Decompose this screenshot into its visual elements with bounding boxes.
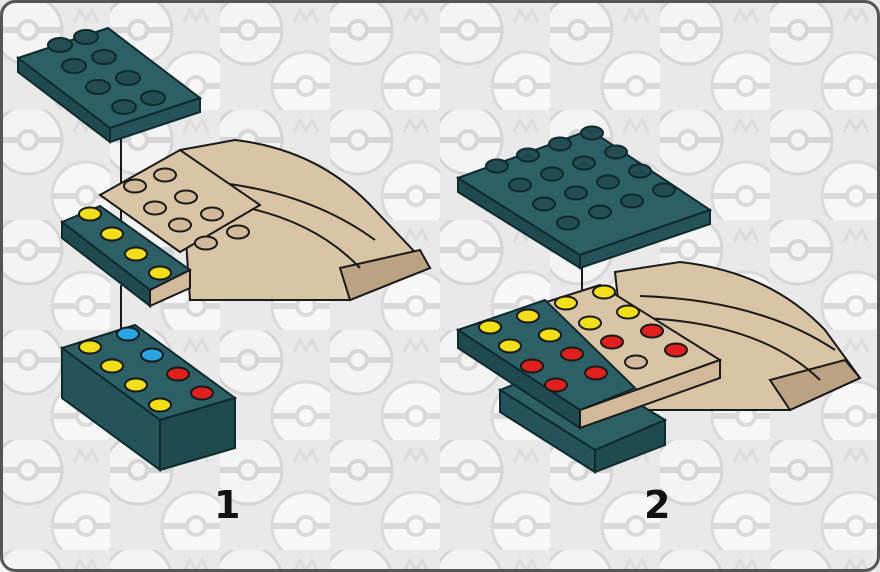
step-number-2: 2 [644, 486, 670, 524]
step-number-1: 1 [214, 486, 240, 524]
